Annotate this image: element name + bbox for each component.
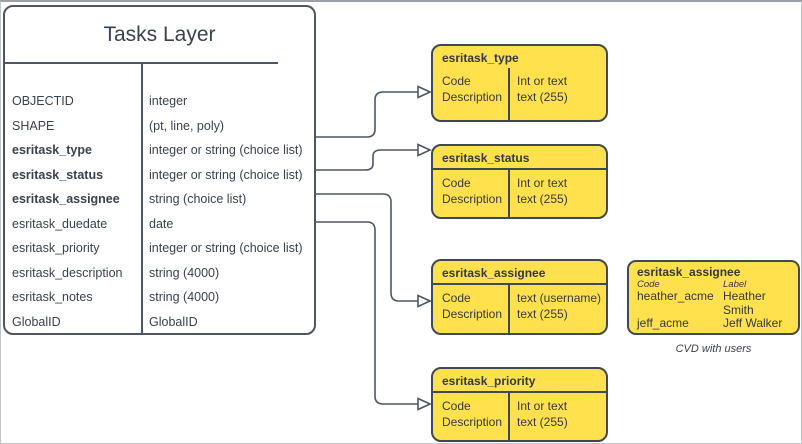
table-row: esritask_status integer or string (choic…	[5, 163, 314, 188]
field-name: esritask_status	[12, 167, 104, 182]
cell-description-type: text (255)	[517, 192, 568, 206]
choice-list-body: Code Description Int or text text (255)	[433, 68, 606, 120]
tasks-layer-title: Tasks Layer	[103, 22, 216, 46]
column-divider	[141, 64, 143, 333]
table-row: esritask_duedate date	[5, 212, 314, 237]
cell-code-type: text (username)	[517, 291, 602, 305]
cvd-code: ....	[637, 330, 723, 333]
cell-code-type: Int or text	[517, 399, 568, 413]
field-name: esritask_type	[12, 143, 92, 158]
choice-list-esritask-assignee: esritask_assignee Code Description text …	[431, 259, 608, 335]
field-name: GlobalID	[12, 314, 61, 329]
cvd-code: heather_acme	[637, 289, 714, 303]
field-type: (pt, line, poly)	[149, 118, 225, 133]
choice-list-esritask-type: esritask_type Code Description Int or te…	[431, 44, 608, 122]
choice-list-title: esritask_assignee	[433, 261, 606, 285]
connector-status	[316, 149, 418, 171]
choice-list-title: esritask_status	[433, 146, 606, 170]
choice-list-right-column: Int or text text (255)	[510, 170, 606, 217]
field-type: integer or string (choice list)	[149, 241, 303, 256]
cvd-label	[723, 331, 790, 334]
cell-description-type: text (255)	[517, 415, 568, 429]
field-type: string (4000)	[149, 265, 220, 280]
cell-description: Description	[442, 192, 503, 206]
cvd-caption: CVD with users	[675, 343, 752, 355]
table-row: esritask_notes string (4000)	[5, 285, 314, 310]
field-type: GlobalID	[149, 314, 198, 329]
choice-list-body: Code Description text (username) text (2…	[433, 285, 606, 333]
field-name: esritask_assignee	[12, 192, 120, 207]
table-row: GlobalID GlobalID	[5, 310, 314, 335]
cvd-header-code: Code	[637, 279, 660, 290]
arrowhead-type	[417, 85, 432, 99]
choice-list-esritask-status: esritask_status Code Description Int or …	[431, 144, 608, 219]
arrowhead-priority	[417, 397, 432, 411]
choice-list-left-column: Code Description	[433, 285, 510, 333]
table-row: esritask_assignee string (choice list)	[5, 187, 314, 212]
table-row: esritask_description string (4000)	[5, 261, 314, 286]
field-type: integer or string (choice list)	[149, 143, 303, 158]
connector-assignee	[316, 193, 418, 302]
table-row: esritask_type integer or string (choice …	[5, 138, 314, 163]
field-name: SHAPE	[12, 118, 55, 133]
field-name: OBJECTID	[12, 94, 74, 109]
tasks-layer-table: Tasks Layer OBJECTID integer SHAPE (pt, …	[3, 5, 316, 335]
cell-description-type: text (255)	[517, 90, 568, 104]
cvd-label: Jeff Walker	[723, 316, 783, 330]
choice-list-title: esritask_priority	[433, 369, 606, 393]
field-name: esritask_description	[12, 265, 123, 280]
connector-priority	[316, 221, 418, 405]
cell-code-type: Int or text	[517, 74, 568, 88]
field-type: string (choice list)	[149, 192, 247, 207]
table-row: OBJECTID integer	[5, 89, 314, 114]
choice-list-right-column: Int or text text (255)	[510, 68, 606, 120]
field-type: string (4000)	[149, 290, 220, 305]
choice-list-esritask-priority: esritask_priority Code Description Int o…	[431, 367, 608, 442]
cvd-users-box: esritask_assignee Code Label heather_acm…	[627, 260, 800, 335]
cvd-label: Heather Smith	[723, 289, 766, 317]
choice-list-left-column: Code Description	[433, 170, 510, 217]
choice-list-left-column: Code Description	[433, 393, 510, 440]
cell-description: Description	[442, 415, 503, 429]
choice-list-title: esritask_type	[442, 51, 519, 65]
field-name: esritask_duedate	[12, 216, 108, 231]
choice-list-body: Code Description Int or text text (255)	[433, 393, 606, 440]
cell-description-type: text (255)	[517, 307, 568, 321]
cell-code: Code	[442, 74, 471, 88]
arrowhead-assignee	[417, 294, 432, 308]
field-type: integer or string (choice list)	[149, 167, 303, 182]
cell-code: Code	[442, 176, 471, 190]
arrowhead-status	[417, 143, 432, 157]
connector-type	[316, 91, 418, 138]
cvd-code: jeff_acme	[637, 316, 689, 330]
cell-description: Description	[442, 90, 503, 104]
cvd-title: esritask_assignee	[637, 265, 741, 279]
field-name: esritask_priority	[12, 241, 100, 256]
field-list: OBJECTID integer SHAPE (pt, line, poly) …	[5, 64, 314, 333]
choice-list-left-column: Code Description	[433, 68, 510, 120]
field-type: integer	[149, 94, 188, 109]
choice-list-right-column: text (username) text (255)	[510, 285, 606, 333]
choice-list-right-column: Int or text text (255)	[510, 393, 606, 440]
title-separator	[5, 62, 278, 64]
table-row: esritask_priority integer or string (cho…	[5, 236, 314, 261]
cell-code: Code	[442, 291, 471, 305]
cell-code-type: Int or text	[517, 176, 568, 190]
table-row: SHAPE (pt, line, poly)	[5, 114, 314, 139]
cvd-header-label: Label	[723, 279, 747, 290]
cell-code: Code	[442, 399, 471, 413]
cvd-table: Code Label heather_acme Heather Smith je…	[637, 279, 790, 334]
choice-list-body: Code Description Int or text text (255)	[433, 170, 606, 217]
field-name: esritask_notes	[12, 290, 93, 305]
field-type: date	[149, 216, 174, 231]
cell-description: Description	[442, 307, 503, 321]
